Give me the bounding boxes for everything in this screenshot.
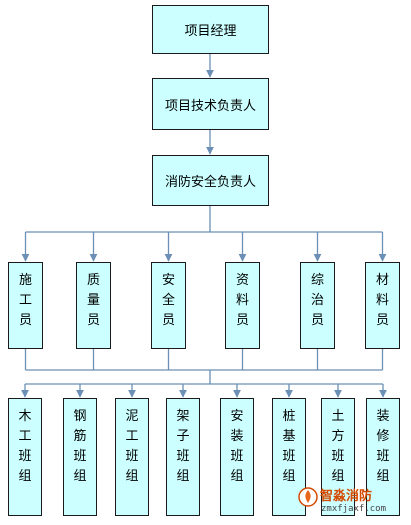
tech-lead-box: 项目技术负责人 <box>152 78 269 130</box>
staff-box: 资料员 <box>225 262 260 349</box>
team-box-char: 组 <box>125 469 139 484</box>
team-box-char: 工 <box>18 429 32 444</box>
staff-box-char: 施 <box>18 273 32 288</box>
staff-box-char: 员 <box>86 313 100 328</box>
staff-box-char: 料 <box>375 293 389 308</box>
staff-box-char: 安 <box>161 273 175 288</box>
watermark: 智淼消防 zmxfjaxf.com <box>298 482 408 520</box>
staff-box: 质量员 <box>76 262 111 349</box>
staff-box: 施工员 <box>8 262 43 349</box>
team-box: 泥工班组 <box>115 398 149 516</box>
safety-lead-label: 消防安全负责人 <box>164 175 256 190</box>
team-box-char: 组 <box>331 469 345 484</box>
staff-box-char: 员 <box>18 313 32 328</box>
team-box: 桩基班组 <box>272 398 306 516</box>
team-box-char: 安 <box>230 409 244 424</box>
team-box-char: 架 <box>176 409 190 424</box>
project-manager-box: 项目经理 <box>152 5 269 54</box>
staff-box-char: 资 <box>235 273 249 288</box>
team-box-char: 组 <box>376 469 390 484</box>
team-box-char: 组 <box>230 469 244 484</box>
team-box-char: 班 <box>125 449 139 464</box>
team-box-char: 方 <box>331 429 345 444</box>
staff-box-char: 员 <box>161 313 175 328</box>
team-box-char: 钢 <box>73 409 87 424</box>
staff-box-char: 料 <box>235 293 249 308</box>
team-box: 架子班组 <box>166 398 200 516</box>
team-box-char: 班 <box>18 449 32 464</box>
team-box-char: 装 <box>376 409 390 424</box>
team-box-char: 工 <box>125 429 139 444</box>
team-box: 安装班组 <box>220 398 254 516</box>
team-box: 木工班组 <box>8 398 42 516</box>
team-box-char: 装 <box>230 429 244 444</box>
team-box-char: 班 <box>376 449 390 464</box>
team-box: 钢筋班组 <box>63 398 97 516</box>
team-box-char: 泥 <box>125 409 139 424</box>
staff-box-char: 员 <box>235 313 249 328</box>
team-box-char: 班 <box>73 449 87 464</box>
team-box-char: 木 <box>18 409 32 424</box>
team-box-char: 班 <box>176 449 190 464</box>
team-box-char: 修 <box>376 429 390 444</box>
staff-box-char: 工 <box>18 293 32 308</box>
team-box-char: 组 <box>282 469 296 484</box>
staff-box-char: 综 <box>310 273 324 288</box>
tech-lead-label: 项目技术负责人 <box>164 98 256 114</box>
staff-box: 安全员 <box>151 262 186 349</box>
team-box-char: 组 <box>176 469 190 484</box>
watermark-brand: 智淼消防 <box>320 489 373 504</box>
team-box-char: 桩 <box>282 409 296 424</box>
team-box-char: 基 <box>282 429 296 444</box>
staff-box: 材料员 <box>365 262 400 349</box>
watermark-url: zmxfjaxf.com <box>321 504 387 514</box>
staff-box-char: 全 <box>161 293 175 308</box>
team-box-char: 组 <box>18 469 32 484</box>
team-box-char: 土 <box>331 409 345 424</box>
team-box: 土方班组 <box>321 398 355 516</box>
team-box-char: 筋 <box>73 429 87 444</box>
team-box: 装修班组 <box>366 398 400 516</box>
brand-logo-icon <box>298 487 318 507</box>
staff-box-char: 质 <box>86 273 100 288</box>
team-box-char: 子 <box>176 429 190 444</box>
staff-box: 综治员 <box>300 262 335 349</box>
staff-box-char: 量 <box>86 293 100 308</box>
staff-box-char: 员 <box>310 313 324 328</box>
staff-box-char: 员 <box>375 313 389 328</box>
team-box-char: 组 <box>73 469 87 484</box>
staff-box-char: 治 <box>310 293 324 308</box>
staff-box-char: 材 <box>375 273 389 288</box>
safety-lead-box: 消防安全负责人 <box>152 155 269 206</box>
team-box-char: 班 <box>331 449 345 464</box>
project-manager-label: 项目经理 <box>184 24 237 39</box>
team-box-char: 班 <box>230 449 244 464</box>
team-box-char: 班 <box>282 449 296 464</box>
